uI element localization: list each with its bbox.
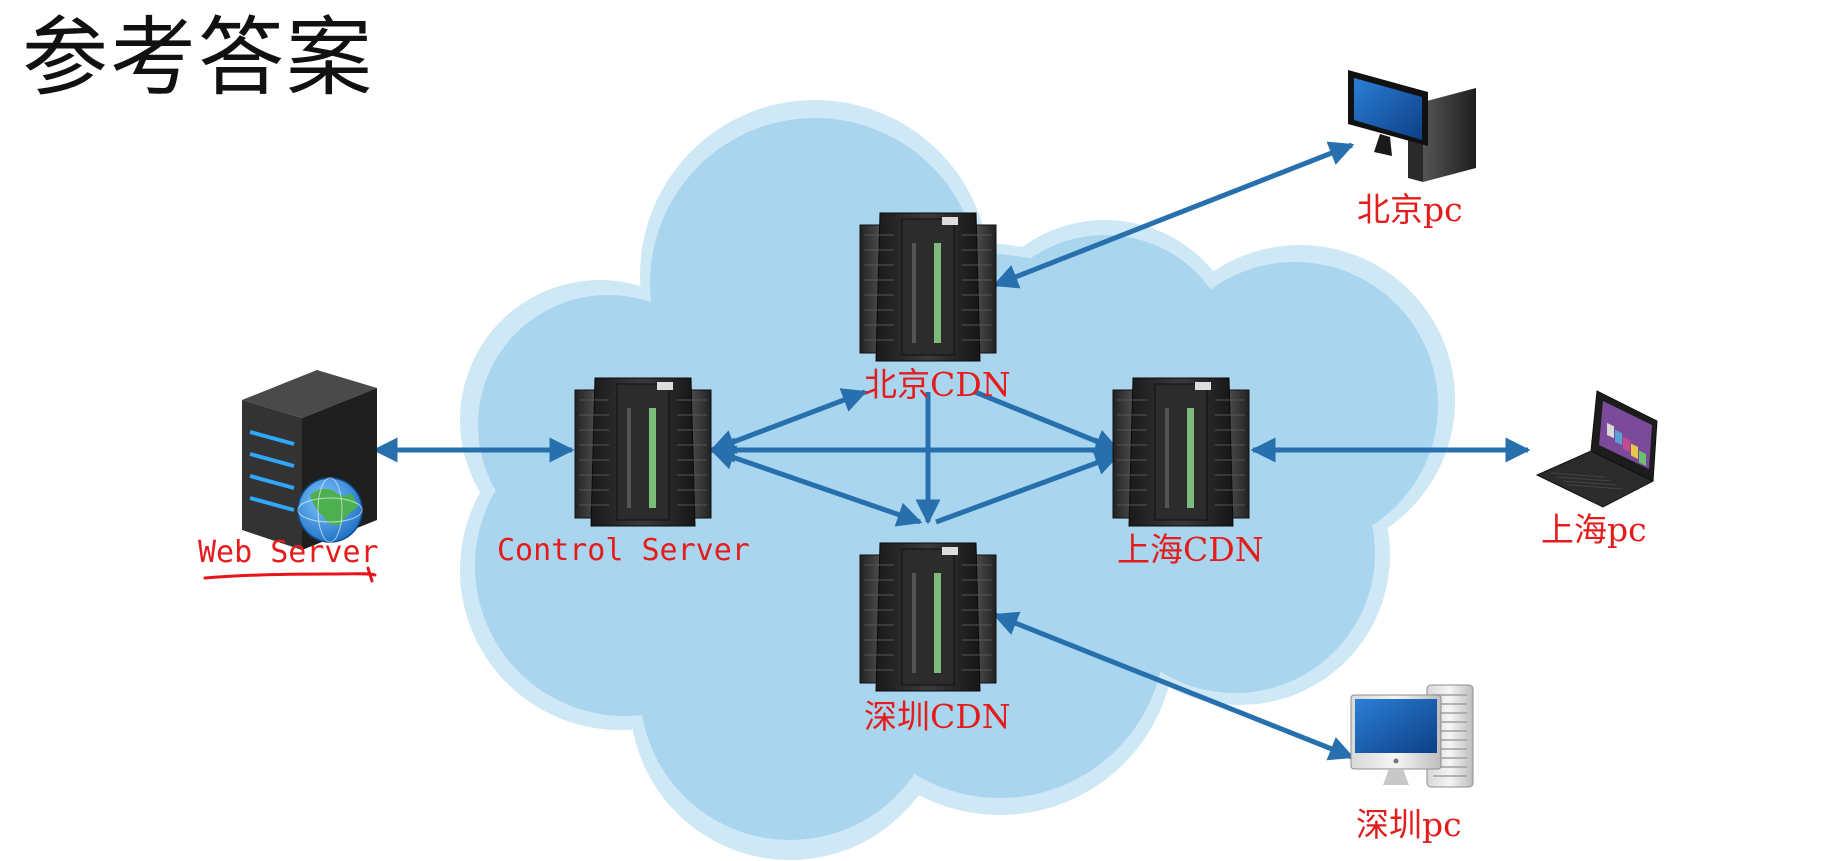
server-rack-icon (1112, 377, 1250, 527)
web-server-label: Web Server (198, 535, 379, 570)
web-server-node (242, 370, 377, 550)
control-server-label: Control Server (497, 533, 750, 568)
arrow-beijing-cdn-to-shanghai-cdn (974, 389, 1121, 454)
beijing-pc-node (1348, 70, 1476, 182)
shenzhen-pc-label: 深圳pc (1356, 805, 1462, 844)
server-rack-icon (859, 542, 997, 692)
arrow-control-server-to-shenzhen-cdn (709, 445, 923, 527)
server-rack-icon (859, 212, 997, 362)
shenzhen-cdn-label: 深圳CDN (864, 697, 1011, 736)
connection-arrows (372, 141, 1531, 761)
beijing-cdn-label: 北京CDN (864, 365, 1011, 404)
arrow-beijing-cdn-to-beijing-pc (992, 141, 1355, 289)
shanghai-pc-node (1535, 390, 1658, 508)
web-server-globe-icon (242, 370, 377, 550)
shanghai-cdn-label: 上海CDN (1117, 530, 1264, 569)
desktop-tower-pc-icon (1348, 70, 1476, 182)
shenzhen-pc-node (1350, 684, 1474, 788)
handwritten-underline (203, 566, 377, 583)
arrow-shenzhen-cdn-to-shenzhen-pc (992, 611, 1355, 761)
server-rack-icon (574, 377, 712, 527)
laptop-icon (1535, 390, 1658, 508)
control-server-node (574, 377, 712, 527)
beijing-pc-label: 北京pc (1357, 190, 1463, 229)
page-title: 参考答案 (22, 8, 374, 108)
shanghai-cdn-node (1112, 377, 1250, 527)
shenzhen-cdn-node (859, 542, 997, 692)
shanghai-pc-label: 上海pc (1541, 510, 1647, 549)
arrow-shenzhen-cdn-to-shanghai-cdn (935, 451, 1121, 525)
globe-icon (297, 477, 363, 543)
beijing-cdn-node (859, 212, 997, 362)
imac-mac-pro-icon (1350, 684, 1474, 788)
